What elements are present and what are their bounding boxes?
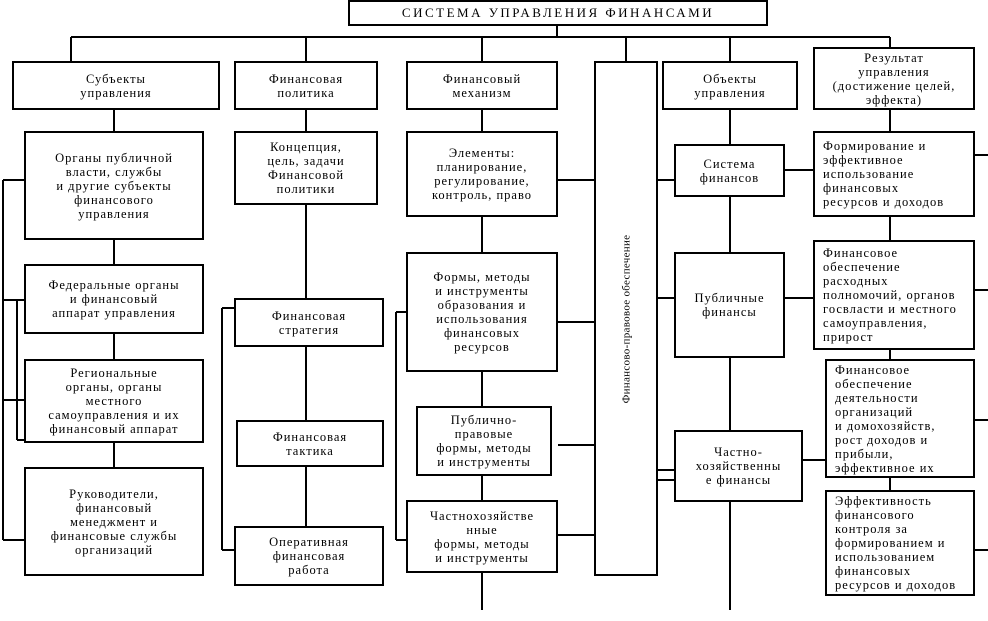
policy-item: Финансовая стратегия (234, 298, 384, 347)
result-item: Финансовое обеспечение расходных полномо… (813, 240, 975, 350)
mechanism-item: Публично- правовые формы, методы и инстр… (416, 406, 552, 476)
subjects-item: Региональные органы, органы местного сам… (24, 359, 204, 443)
objects-item: Система финансов (674, 144, 785, 197)
mechanism-item-text: Элементы: планирование, регулирование, к… (431, 146, 533, 202)
header-result-text: Результат управления (достижение целей, … (832, 50, 956, 107)
policy-item: Оперативная финансовая работа (234, 526, 384, 586)
subjects-item-text: Руководители, финансовый менеджмент и фи… (50, 486, 178, 557)
objects-item-text: Частно- хозяйственны е финансы (695, 445, 782, 487)
header-result: Результат управления (достижение целей, … (813, 47, 975, 110)
legal-support-text: Финансово-правовое обеспечение (620, 234, 633, 403)
mechanism-item-text: Публично- правовые формы, методы и инстр… (436, 413, 532, 469)
header-objects: Объекты управления (662, 61, 798, 110)
policy-item-text: Финансовая стратегия (271, 308, 347, 337)
header-policy-text: Финансовая политика (268, 71, 344, 100)
result-item-text: Эффективность финансового контроля за фо… (835, 494, 957, 592)
result-item-text: Финансовое обеспечение деятельности орга… (835, 362, 936, 475)
subjects-item: Органы публичной власти, службы и другие… (24, 131, 204, 240)
header-subjects: Субъекты управления (12, 61, 220, 110)
subjects-item-text: Региональные органы, органы местного сам… (48, 366, 180, 436)
objects-item: Публичные финансы (674, 252, 785, 358)
subjects-item: Руководители, финансовый менеджмент и фи… (24, 467, 204, 576)
policy-item-text: Оперативная финансовая работа (269, 535, 349, 577)
policy-item-text: Концепция, цель, задачи Финансовой полит… (267, 140, 345, 196)
legal-support-box: Финансово-правовое обеспечение (594, 61, 658, 576)
mechanism-item: Частнохозяйстве нные формы, методы и инс… (406, 500, 558, 573)
mechanism-item: Формы, методы и инструменты образования … (406, 252, 558, 372)
header-mechanism-text: Финансовый механизм (442, 71, 522, 100)
mechanism-item: Элементы: планирование, регулирование, к… (406, 131, 558, 217)
diagram-title-text: СИСТЕМА УПРАВЛЕНИЯ ФИНАНСАМИ (401, 5, 715, 20)
objects-item-text: Система финансов (699, 156, 760, 185)
header-mechanism: Финансовый механизм (406, 61, 558, 110)
mechanism-item-text: Формы, методы и инструменты образования … (433, 270, 531, 354)
subjects-item-text: Органы публичной власти, службы и другие… (55, 150, 173, 221)
subjects-item-text: Федеральные органы и финансовый аппарат … (48, 278, 180, 320)
policy-item-text: Финансовая тактика (272, 429, 348, 458)
objects-item-text: Публичные финансы (694, 291, 765, 319)
mechanism-item-text: Частнохозяйстве нные формы, методы и инс… (429, 508, 535, 565)
header-policy: Финансовая политика (234, 61, 378, 110)
header-subjects-text: Субъекты управления (80, 71, 152, 100)
result-item: Формирование и эффективное использование… (813, 131, 975, 217)
subjects-item: Федеральные органы и финансовый аппарат … (24, 264, 204, 334)
diagram-title: СИСТЕМА УПРАВЛЕНИЯ ФИНАНСАМИ (348, 0, 768, 26)
result-item: Эффективность финансового контроля за фо… (825, 490, 975, 596)
result-item-text: Формирование и эффективное использование… (823, 139, 945, 209)
objects-item: Частно- хозяйственны е финансы (674, 430, 803, 502)
policy-item: Концепция, цель, задачи Финансовой полит… (234, 131, 378, 205)
policy-item: Финансовая тактика (236, 420, 384, 467)
result-item-text: Финансовое обеспечение расходных полномо… (823, 246, 957, 344)
result-item: Финансовое обеспечение деятельности орга… (825, 359, 975, 478)
header-objects-text: Объекты управления (694, 71, 766, 100)
